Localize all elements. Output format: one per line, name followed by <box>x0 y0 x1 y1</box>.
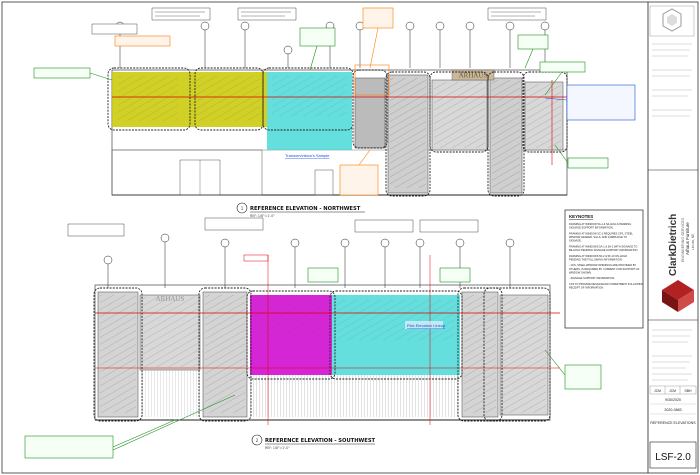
nw-blue-note <box>566 84 636 121</box>
sw-elevation-scale: REF: 1/8"=1'-0" <box>265 446 290 450</box>
nw-elevation-scale: REF: 1/8"=1'-0" <box>250 214 275 218</box>
keynote-line: FRAMING AT WINDOWS 5F-2 & 5F-10 ON-HOLD <box>569 254 627 258</box>
nw-orange-notes <box>114 7 394 196</box>
sw-elevation-title: REFERENCE ELEVATION - SOUTHWEST <box>265 438 376 444</box>
sheet-number: LSF-2.0 <box>655 452 691 463</box>
keynote-line: FRAMING AT WINDOW 5C-2 REQUIRES CFS, STE… <box>569 231 633 235</box>
project-name: Arhaus Furniture <box>685 222 690 255</box>
project-location: Lincoln, NE <box>691 234 695 250</box>
nw-sign-panel <box>451 69 495 81</box>
keynotes-box: KEYNOTES FRAMING AT WINDOW 5A-1 & 5A-HOL… <box>564 209 643 329</box>
keynote-line: SIGNAGE. <box>569 239 582 243</box>
elevation-northwest: ARHAUS <box>33 7 636 218</box>
keynote-line: FRAMING AT WINDOW 5A-1 & 5A-HOLLS PENDIN… <box>569 222 631 226</box>
nw-green-notes <box>33 27 609 169</box>
approved-by: SBH <box>685 389 693 393</box>
nw-top-labels <box>91 7 547 35</box>
keynote-line: WINDOW SHOWN. <box>569 270 592 274</box>
sw-grid-markers <box>103 233 515 288</box>
keynote-line: PENDING THE FOLLOWING INFORMATION: <box>569 257 623 261</box>
sw-top-labels <box>67 217 479 237</box>
checked-by: JCM <box>669 389 676 393</box>
firm-subtitle: ENGINEERING SERVICES <box>681 217 685 262</box>
sheet-title: REFERENCE ELEVATIONS <box>650 421 696 425</box>
nw-elevation-title: REFERENCE ELEVATION - NORTHWEST <box>250 206 361 212</box>
keynote-line: BE HOLD PENDING SIGNAGE SUPPORT INFORMAT… <box>569 248 638 252</box>
sw-green-notes <box>24 267 602 459</box>
nw-revision-clouds <box>107 67 568 197</box>
job-number: 2020-0883 <box>664 408 681 412</box>
sw-elevation-number: 2 <box>256 438 259 443</box>
nw-grid-markers <box>115 21 550 68</box>
drawn-by: JCM <box>654 389 661 393</box>
title-block: ClarkDietrich ENGINEERING SERVICES Arhau… <box>647 2 698 473</box>
keynote-line: OTHERS, IS REQUIRED BY CURRENT FOR SUPPO… <box>569 267 640 271</box>
keynote-line: - SIGNAGE SUPPORT INFORMATION. <box>569 276 615 280</box>
nw-elevation-number: 1 <box>241 206 244 211</box>
keynotes-header: KEYNOTES <box>569 214 593 219</box>
elevation-southwest: ARHAUS <box>24 217 602 459</box>
keynote-line: - CFS, STEEL WINDOW OPENINGS ARE PROVIDE… <box>569 263 636 267</box>
sw-sign-text: ARHAUS <box>156 295 185 303</box>
nw-elevation-bubble <box>236 202 248 214</box>
sw-elevation-bubble <box>251 434 263 446</box>
firm-name: ClarkDietrich <box>668 214 679 276</box>
keynote-line: CFS TO PROVIDE DESIGN/HOW COMMITMENT FOL… <box>569 282 643 286</box>
keynote-line: SIGNAGE SUPPORT INFORMATION. <box>569 226 614 230</box>
nw-link-text[interactable]: Transom/vision's Sample <box>285 153 330 158</box>
company-logo <box>662 280 694 312</box>
sheet-date: 9/30/2020 <box>665 398 681 402</box>
keynote-line: WINDOW HEADER, SILLS, AND JAMBS DUE TO <box>569 235 627 239</box>
nw-sign-text: ARHAUS <box>459 72 488 80</box>
keynote-line: RECEIPT OF INFORMATION. <box>569 286 604 290</box>
sw-link-text[interactable]: Pick Elevation Lineup <box>407 323 446 328</box>
keynote-line: FRAMING AT WINDOWS 5A-1 & 5A-2 WITH SIGN… <box>569 244 637 248</box>
